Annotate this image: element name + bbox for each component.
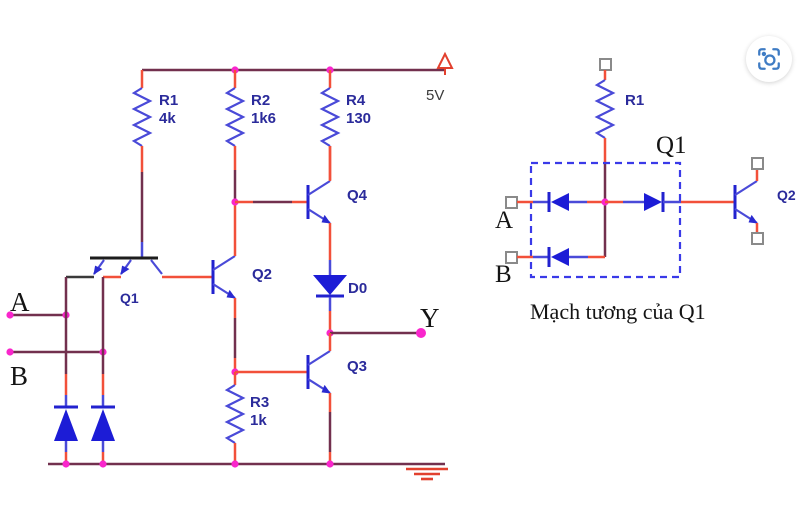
transistor-q4: Q4 bbox=[235, 146, 368, 275]
junction-dot bbox=[99, 460, 107, 468]
input-b: B bbox=[6, 348, 107, 391]
resistor-ref: R2 bbox=[251, 92, 270, 109]
junction-dot bbox=[326, 460, 334, 468]
diode-triangle bbox=[644, 193, 662, 211]
input-b-equivalent: B bbox=[495, 247, 605, 288]
resistor-zigzag bbox=[595, 78, 615, 140]
output-y: Y bbox=[326, 303, 440, 338]
transistor-q1: Q1 bbox=[66, 256, 213, 306]
resistor-zigzag bbox=[320, 86, 340, 148]
resistor-value: 1k6 bbox=[251, 110, 276, 127]
input-a-label: A bbox=[10, 287, 30, 317]
clamp-diode-a bbox=[54, 277, 78, 464]
right-circuit: R1 Q1 A B bbox=[495, 58, 796, 324]
diode-triangle bbox=[54, 409, 78, 441]
input-b-label: B bbox=[495, 261, 512, 288]
ground-symbol-icon bbox=[406, 467, 448, 481]
equivalent-box bbox=[529, 161, 682, 279]
q1-emitter-2 bbox=[120, 259, 132, 275]
supply-label: 5V bbox=[426, 87, 444, 104]
lens-viewfinder-icon bbox=[758, 48, 780, 70]
diode-input-a bbox=[547, 192, 569, 212]
resistor-value: 1k bbox=[250, 412, 267, 429]
q1-emitter-1 bbox=[93, 259, 105, 275]
diode-ref: D0 bbox=[348, 280, 367, 297]
resistor-r1-equivalent: R1 bbox=[595, 58, 644, 257]
diode-triangle bbox=[91, 409, 115, 441]
transistor-q2-equivalent: Q2 bbox=[735, 157, 796, 245]
input-a-equivalent: A bbox=[495, 192, 605, 234]
input-a: A bbox=[6, 287, 70, 319]
transistor-ref: Q1 bbox=[120, 290, 139, 306]
resistor-value: 130 bbox=[346, 110, 371, 127]
terminal-square bbox=[751, 232, 764, 245]
left-circuit: 5V R1 4k R2 1k6 R4 130 bbox=[6, 51, 454, 481]
equivalent-box-label: Q1 bbox=[656, 132, 687, 159]
resistor-zigzag bbox=[132, 86, 152, 148]
terminal-square bbox=[599, 58, 612, 71]
resistor-ref: R4 bbox=[346, 92, 366, 109]
terminal-square bbox=[751, 157, 764, 170]
terminal-dot bbox=[6, 348, 14, 356]
resistor-ref: R1 bbox=[625, 92, 644, 109]
input-a-label: A bbox=[495, 207, 513, 234]
ground-rail bbox=[48, 460, 448, 481]
diode-triangle bbox=[551, 193, 569, 211]
transistor-ref: Q2 bbox=[252, 266, 272, 283]
junction-dot bbox=[231, 460, 239, 468]
q1-collector bbox=[150, 259, 163, 275]
resistor-zigzag bbox=[225, 383, 245, 445]
power-rail: 5V bbox=[142, 51, 454, 104]
resistor-ref: R3 bbox=[250, 394, 269, 411]
transistor-ref: Q4 bbox=[347, 187, 368, 204]
transistor-ref: Q2 bbox=[777, 187, 796, 203]
diode-triangle bbox=[551, 248, 569, 266]
transistor-ref: Q3 bbox=[347, 358, 367, 375]
resistor-r3: R3 1k bbox=[225, 372, 269, 464]
resistor-ref: R1 bbox=[159, 92, 178, 109]
diode-d0: D0 bbox=[313, 275, 367, 333]
resistor-zigzag bbox=[225, 86, 245, 148]
diode-input-b bbox=[547, 247, 569, 267]
resistor-value: 4k bbox=[159, 110, 176, 127]
lens-search-button[interactable] bbox=[746, 36, 792, 82]
diode-triangle bbox=[313, 275, 347, 295]
diode-collector bbox=[605, 192, 735, 212]
terminal-dot bbox=[6, 311, 14, 319]
resistor-r2: R2 1k6 bbox=[225, 70, 276, 202]
input-b-label: B bbox=[10, 361, 28, 391]
transistor-q2: Q2 bbox=[213, 202, 272, 372]
equivalent-caption: Mạch tương của Q1 bbox=[530, 299, 706, 324]
transistor-q3: Q3 bbox=[235, 333, 367, 464]
clamp-diode-b bbox=[91, 277, 115, 464]
junction-dot bbox=[62, 460, 70, 468]
terminal-dot bbox=[416, 328, 426, 338]
output-label: Y bbox=[420, 303, 440, 333]
resistor-r1: R1 4k bbox=[132, 70, 178, 258]
vcc-arrow-icon bbox=[436, 51, 454, 75]
